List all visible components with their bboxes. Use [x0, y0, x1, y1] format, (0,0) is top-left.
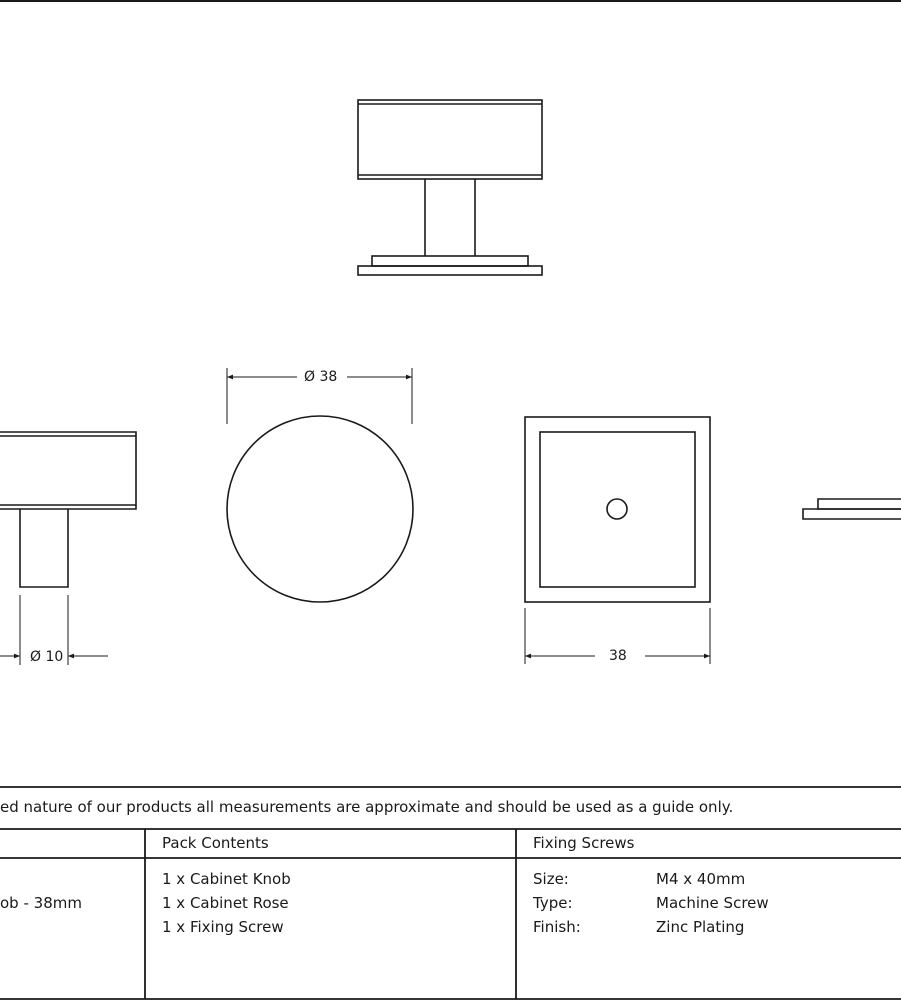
- base-width-dimension: [524, 608, 711, 664]
- base-plate-view: [524, 416, 711, 603]
- screw-spec-value: Machine Screw: [656, 894, 769, 912]
- side-elevation-view: [0, 431, 137, 588]
- fixing-screws-header: Fixing Screws: [533, 834, 635, 852]
- info-table-lines: [0, 786, 901, 1000]
- rose-diameter-dimension: [226, 368, 413, 424]
- front-elevation-view: [357, 99, 543, 276]
- stem-dimension: [0, 595, 108, 665]
- screw-spec-value: Zinc Plating: [656, 918, 745, 936]
- screw-spec-label: Finish:: [533, 918, 581, 936]
- rose-side-profile: [802, 498, 901, 520]
- pack-contents-header: Pack Contents: [162, 834, 269, 852]
- stem-diameter-label: Ø 10: [28, 649, 66, 665]
- product-name-fragment: ob - 38mm: [0, 894, 82, 912]
- pack-item: 1 x Cabinet Knob: [162, 870, 291, 888]
- pack-item: 1 x Fixing Screw: [162, 918, 284, 936]
- screw-spec-value: M4 x 40mm: [656, 870, 746, 888]
- screw-spec-label: Size:: [533, 870, 569, 888]
- screw-spec-label: Type:: [533, 894, 573, 912]
- disclaimer-text: ed nature of our products all measuremen…: [0, 798, 734, 816]
- top-view-circle: [226, 415, 414, 603]
- pack-item: 1 x Cabinet Rose: [162, 894, 289, 912]
- rose-diameter-label: Ø 38: [302, 369, 340, 385]
- base-width-label: 38: [607, 648, 629, 664]
